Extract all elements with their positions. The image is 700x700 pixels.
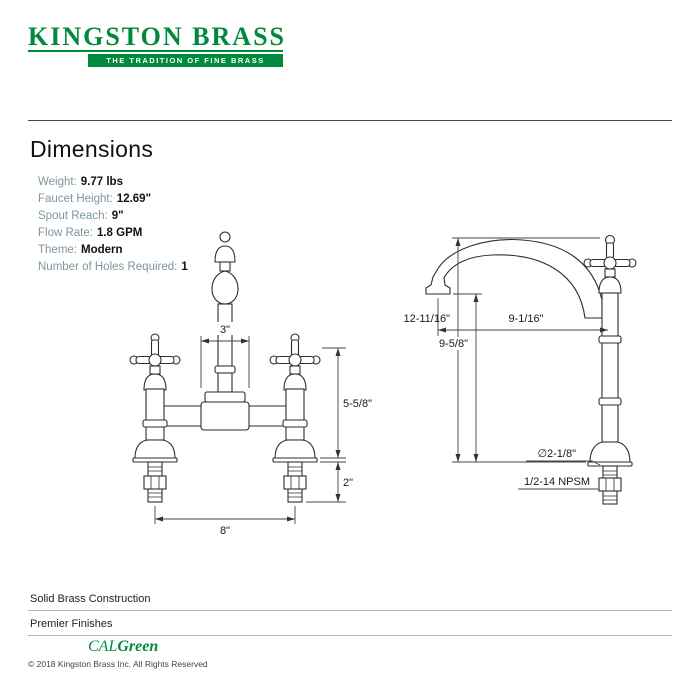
spec-label: Number of Holes Required: [38, 261, 178, 273]
spec-row-flow-rate: Flow Rate:1.8 GPM [38, 225, 188, 242]
calgreen-logo: CALGreen [88, 638, 158, 656]
dim-front-shank-length: 2" [343, 477, 353, 489]
dimension-labels: 3" 5-5/8" 2" 8" 12-11/16" 9-5/8" 9-1/16"… [215, 313, 590, 537]
spec-label: Spout Reach: [38, 210, 108, 222]
spec-value: 9.77 lbs [80, 176, 123, 188]
header-divider [28, 120, 672, 121]
dim-side-overall-height: 12-11/16" [403, 313, 450, 325]
dim-side-spout-reach: 9-1/16" [508, 313, 543, 325]
dim-side-spout-height: 9-5/8" [439, 338, 468, 350]
dim-front-top-width: 3" [220, 324, 230, 336]
footer-divider-2 [28, 635, 672, 636]
dim-front-body-height: 5-5/8" [343, 398, 372, 410]
spec-value: 1 [181, 261, 188, 273]
side-view-drawing [425, 234, 637, 505]
feature-premier-finishes: Premier Finishes [30, 618, 113, 630]
spec-value: Modern [81, 244, 123, 256]
page-title: Dimensions [30, 136, 154, 162]
spec-row-spout-reach: Spout Reach:9" [38, 208, 188, 225]
spec-label: Flow Rate: [38, 227, 93, 239]
brand-underline [28, 50, 283, 52]
spec-row-faucet-height: Faucet Height:12.69" [38, 191, 188, 208]
spec-value: 12.69" [116, 193, 152, 205]
spec-list: Weight:9.77 lbs Faucet Height:12.69" Spo… [38, 174, 188, 276]
spec-label: Theme: [38, 244, 77, 256]
feature-solid-brass: Solid Brass Construction [30, 593, 151, 605]
footer-divider-1 [28, 610, 672, 611]
spec-label: Weight: [38, 176, 77, 188]
calgreen-cal-text: CAL [88, 638, 118, 655]
spec-label: Faucet Height: [38, 193, 113, 205]
spec-value: 9" [111, 210, 124, 222]
dim-front-spread: 8" [220, 525, 230, 537]
brand-tagline: THE TRADITION OF FINE BRASS [88, 54, 283, 67]
spec-row-theme: Theme: Modern [38, 242, 188, 259]
front-view-dimension-lines [154, 336, 346, 524]
brand-logo-text: KINGSTON BRASS [28, 22, 286, 51]
copyright-text: © 2018 Kingston Brass Inc. All Rights Re… [28, 659, 208, 669]
spec-row-weight: Weight:9.77 lbs [38, 174, 188, 191]
calgreen-green-text: Green [117, 638, 159, 655]
dim-side-base-diameter: ∅2-1/8" [537, 448, 576, 460]
dim-side-thread-size: 1/2-14 NPSM [524, 476, 590, 488]
spec-row-holes: Number of Holes Required:1 [38, 259, 188, 276]
spec-value: 1.8 GPM [96, 227, 143, 239]
front-view-drawing [129, 231, 321, 503]
